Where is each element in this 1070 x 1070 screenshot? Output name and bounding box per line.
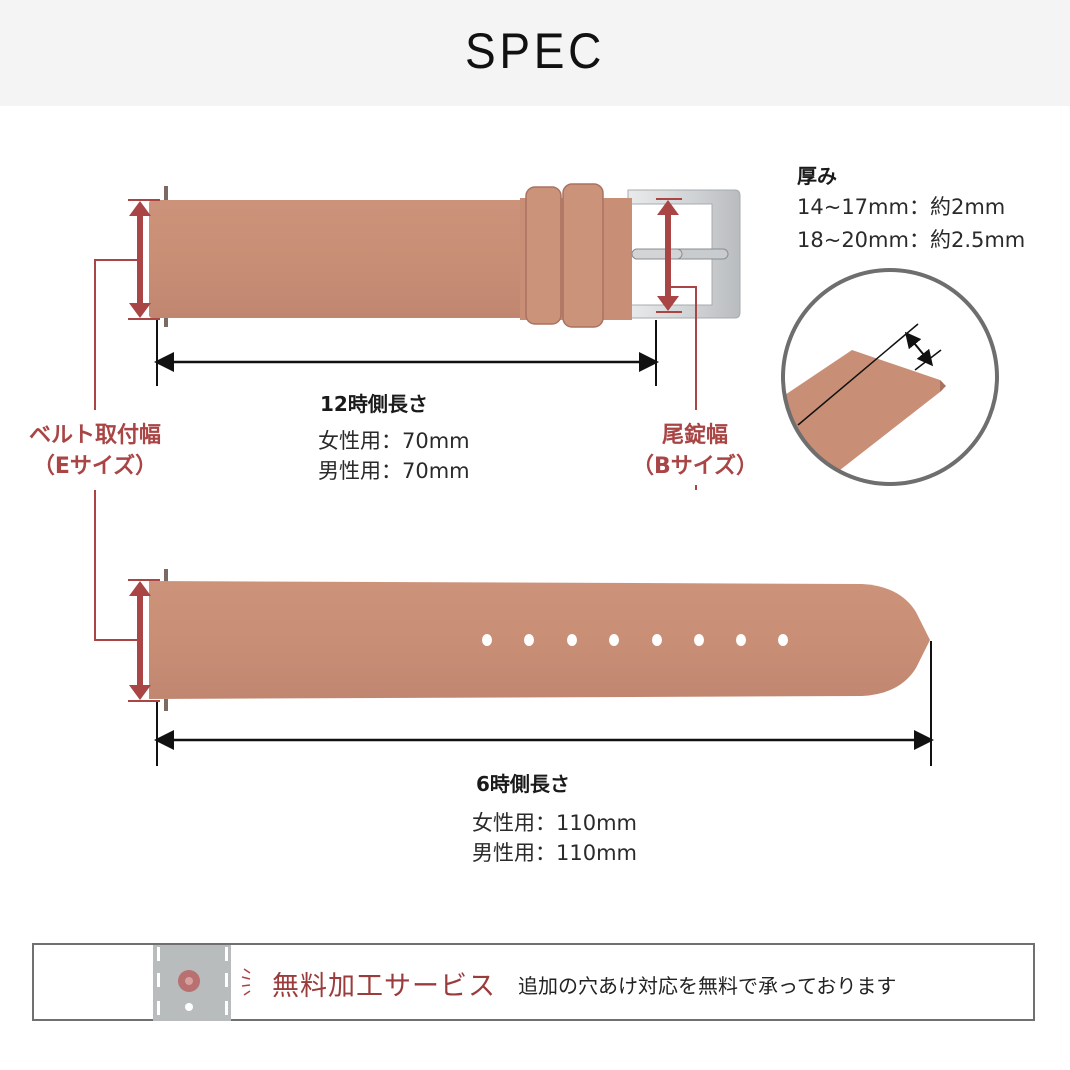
- service-title: 無料加工サービス: [272, 971, 496, 1002]
- thickness-row-1: 14~17mm：約2mm: [797, 195, 1006, 219]
- strap-6-men: 男性用：110mm: [472, 841, 637, 865]
- service-description: 追加の穴あけ対応を無料で承っております: [518, 974, 897, 998]
- strap-6-title: 6時側長さ: [476, 772, 570, 796]
- strap-diagram: [94, 183, 999, 766]
- strap-12-women: 女性用：70mm: [318, 429, 470, 453]
- hole-punch-icon: [153, 945, 231, 1021]
- strap-12-image: [149, 183, 741, 328]
- lug-width-line1: ベルト取付幅: [28, 423, 161, 448]
- thickness-row-2: 18~20mm：約2.5mm: [797, 228, 1026, 252]
- buckle-width-label: 尾錠幅 （Bサイズ）: [630, 420, 760, 482]
- buckle-width-line1: 尾錠幅: [661, 423, 728, 448]
- strap-6-women: 女性用：110mm: [472, 811, 637, 835]
- strap-6-dimensions: [128, 579, 934, 766]
- page-title: SPEC: [464, 23, 605, 79]
- strap-holes: [482, 634, 788, 646]
- lug-width-bracket: [94, 259, 140, 641]
- free-service-banner: 無料加工サービス 追加の穴あけ対応を無料で承っております: [32, 943, 1035, 1021]
- sparkle-icon: [241, 968, 251, 996]
- thickness-title: 厚み: [797, 164, 837, 188]
- lug-width-label: ベルト取付幅 （Eサイズ）: [20, 420, 170, 482]
- strap-12-title: 12時側長さ: [320, 392, 428, 416]
- strap-12-dimensions: [128, 198, 697, 490]
- header-bar: SPEC: [0, 0, 1070, 106]
- lug-width-line2: （Eサイズ）: [32, 454, 158, 479]
- strap-6-image: [149, 569, 930, 711]
- buckle-width-line2: （Bサイズ）: [631, 454, 759, 479]
- thickness-detail-circle: [781, 268, 999, 486]
- strap-12-men: 男性用：70mm: [318, 459, 470, 483]
